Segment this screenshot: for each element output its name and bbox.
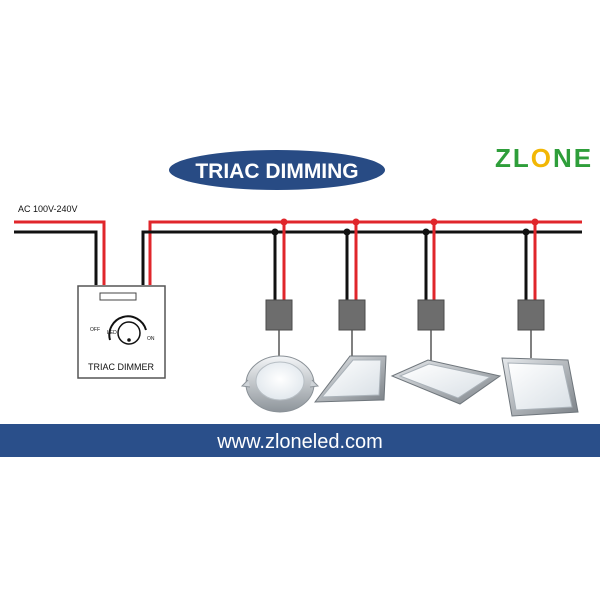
branch-2 — [313, 218, 387, 403]
led-driver — [417, 299, 445, 331]
supply-voltage-label: AC 100V-240V — [18, 204, 78, 214]
dimmer-off-label: OFF — [90, 327, 100, 333]
dimmer-knob-dot — [127, 338, 131, 342]
title-badge: TRIAC DIMMING — [169, 150, 385, 190]
panel-light-face — [507, 362, 573, 411]
dimmer-knob — [117, 321, 141, 345]
diagram-title: TRIAC DIMMING — [195, 160, 358, 183]
panel-light-face — [398, 363, 492, 399]
dimmer-led-label: LED — [107, 330, 117, 336]
supply-neutral-wire — [14, 230, 98, 285]
dimmer-arc — [108, 315, 147, 341]
branch-4 — [501, 218, 579, 417]
footer-background — [0, 424, 600, 457]
brand-logo: ZLONE — [495, 143, 593, 173]
dimmer-slot — [99, 292, 137, 301]
footer-band: www.zloneled.com — [0, 424, 600, 457]
bus-wires — [141, 220, 582, 285]
downlight-clip — [240, 379, 251, 388]
branch-3 — [390, 218, 502, 405]
neutral-junction — [343, 228, 351, 236]
triac-dimmer: OFF ON LED TRIAC DIMMER — [77, 285, 166, 379]
dimmer-on-label: ON — [147, 336, 155, 342]
led-driver — [338, 299, 366, 331]
dimmer-label: TRIAC DIMMER — [88, 362, 154, 372]
live-junction — [352, 218, 360, 226]
neutral-junction — [422, 228, 430, 236]
branch-1 — [240, 218, 320, 413]
downlight-face — [255, 361, 305, 401]
live-junction — [280, 218, 288, 226]
downlight-clip — [309, 379, 320, 388]
title-pill — [169, 150, 385, 190]
supply-wires — [14, 220, 106, 285]
panel-light-face — [320, 359, 382, 398]
live-junction — [531, 218, 539, 226]
led-driver — [517, 299, 545, 331]
bus-neutral-wire — [141, 230, 582, 285]
supply-live-wire — [14, 220, 106, 285]
neutral-junction — [522, 228, 530, 236]
bus-live-wire — [148, 220, 582, 285]
live-junction — [430, 218, 438, 226]
logo-text: ZLONE — [495, 143, 593, 173]
led-driver — [265, 299, 293, 331]
footer-url: www.zloneled.com — [216, 431, 383, 453]
neutral-junction — [271, 228, 279, 236]
